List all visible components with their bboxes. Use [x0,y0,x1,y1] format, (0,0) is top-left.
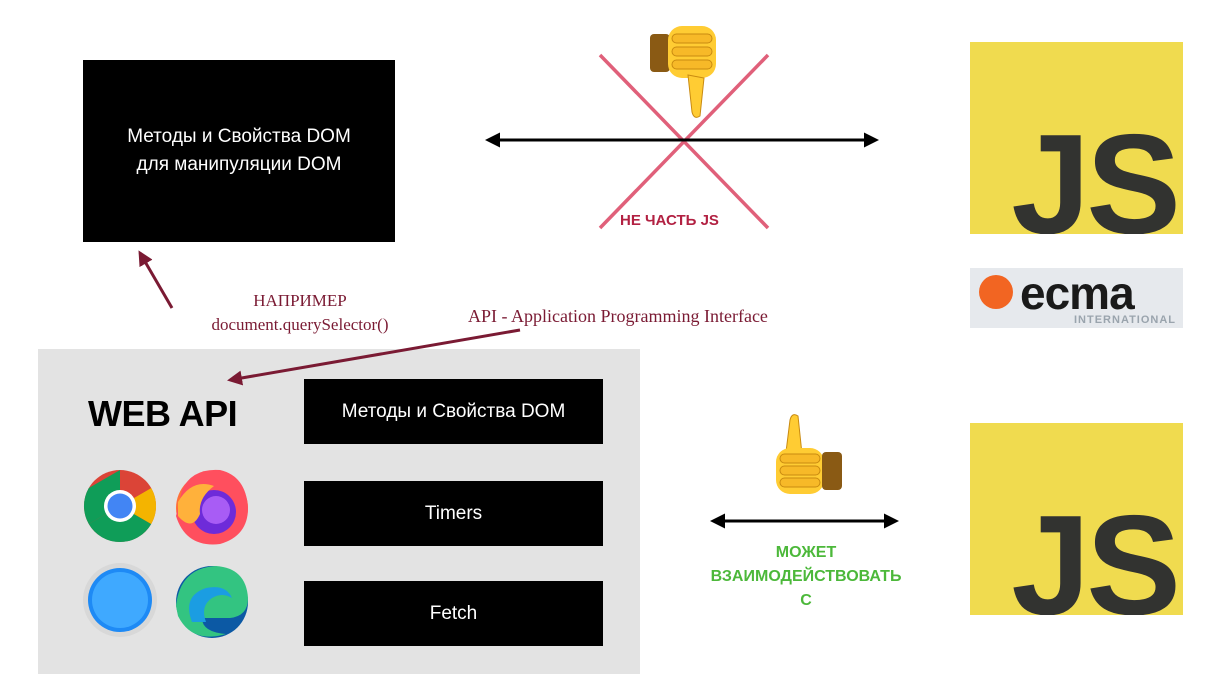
firefox-icon [176,469,248,545]
ecma-logo-word: ecma [1020,267,1135,319]
web-api-item-label: Fetch [429,602,478,624]
web-api-item-label: Методы и Свойства DOM [341,400,566,422]
web-api-title: WEB API [88,393,238,434]
api-definition-label: API - Application Programming Interface [468,306,768,326]
not-part-of-js-label: НЕ ЧАСТЬ JS [620,212,719,229]
dom-methods-box: Методы и Свойства DOM для манипуляции DO… [83,60,395,242]
js-logo-text: JS [1011,105,1181,235]
web-api-item-fetch: Fetch [304,581,603,646]
dom-methods-text: Методы и Свойства DOM для манипуляции DO… [127,126,351,175]
web-api-item-timers: Timers [304,481,603,546]
web-api-item-dom: Методы и Свойства DOM [304,379,603,444]
js-logo-bottom: JS [970,423,1183,615]
edge-icon [176,566,248,638]
js-logo-top: JS [970,42,1183,234]
thumbs-up-icon [776,414,842,494]
arrow-to-dom-box [138,250,174,309]
example-label: НАПРИМЕР document.querySelector() [211,291,389,334]
arrow-to-web-api [227,328,521,386]
thumbs-down-icon [650,26,716,118]
safari-icon [83,563,157,637]
js-logo-text: JS [1011,486,1181,616]
ecma-logo-subtitle: INTERNATIONAL [1074,314,1177,326]
chrome-icon [83,470,157,543]
web-api-item-label: Timers [424,502,483,524]
can-interact-label: МОЖЕТ ВЗАИМОДЕЙСТВОВАТЬ С [710,544,902,609]
